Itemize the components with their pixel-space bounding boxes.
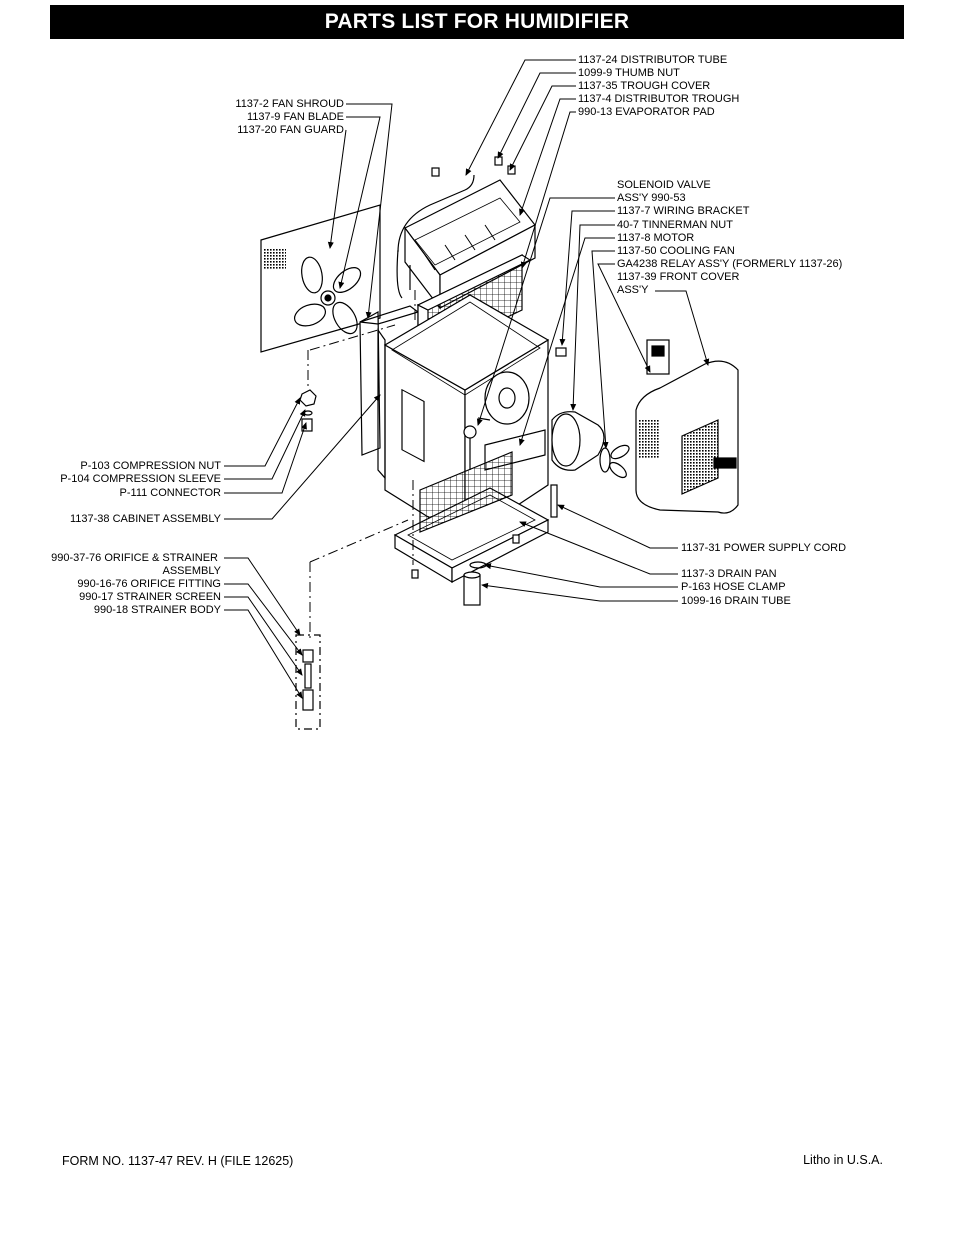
centerlines	[307, 290, 416, 638]
label-evaporator-pad: 990-13 EVAPORATOR PAD	[578, 106, 715, 118]
page-title-bar: PARTS LIST FOR HUMIDIFIER	[50, 5, 904, 39]
drain-fitting-2	[512, 534, 520, 544]
label-fan-shroud: 1137-2 FAN SHROUD	[235, 98, 344, 110]
label-relay-assy: GA4238 RELAY ASS'Y (FORMERLY 1137-26)	[617, 258, 843, 270]
leader-lines	[224, 59, 710, 699]
drain-fitting	[411, 569, 419, 579]
label-front-cover: 1137-39 FRONT COVER	[617, 271, 740, 283]
label-connector: P-111 CONNECTOR	[119, 487, 221, 499]
litho-note: Litho in U.S.A.	[803, 1153, 883, 1167]
label-tinnerman-nut: 40-7 TINNERMAN NUT	[617, 219, 733, 231]
fan-blade	[293, 256, 362, 335]
solenoid-valve	[463, 417, 491, 470]
label-strainer-body: 990-18 STRAINER BODY	[93, 604, 221, 616]
orifice-strainer-assembly	[295, 634, 321, 730]
label-cooling-fan: 1137-50 COOLING FAN	[617, 245, 735, 257]
label-front-cover-assy: ASS'Y	[617, 284, 649, 296]
label-fan-blade: 1137-9 FAN BLADE	[246, 111, 344, 123]
label-orifice-fitting: 990-16-76 ORIFICE FITTING	[77, 578, 221, 590]
label-compression-sleeve: P-104 COMPRESSION SLEEVE	[60, 473, 221, 485]
evaporator-pad-lower	[419, 451, 513, 533]
label-solenoid-valve: SOLENOID VALVE	[617, 179, 711, 191]
label-solenoid-assy: ASS'Y 990-53	[617, 192, 686, 204]
fan-shroud	[359, 305, 420, 456]
label-drain-pan: 1137-3 DRAIN PAN	[681, 568, 777, 580]
power-supply-cord	[550, 484, 558, 518]
label-fan-guard: 1137-20 FAN GUARD	[237, 124, 344, 136]
label-drain-tube: 1099-16 DRAIN TUBE	[681, 595, 791, 607]
label-cabinet-assembly: 1137-38 CABINET ASSEMBLY	[69, 513, 221, 525]
label-wiring-bracket: 1137-7 WIRING BRACKET	[617, 205, 750, 217]
front-cover	[635, 360, 739, 514]
drain-tube	[463, 571, 481, 606]
label-trough-cover: 1137-35 TROUGH COVER	[578, 80, 711, 92]
label-motor: 1137-8 MOTOR	[617, 232, 695, 244]
label-power-supply-cord: 1137-31 POWER SUPPLY CORD	[681, 542, 847, 554]
label-orifice-strainer-assy: ASSEMBLY	[162, 565, 222, 577]
label-orifice-strainer: 990-37-76 ORIFICE & STRAINER	[51, 552, 218, 564]
label-hose-clamp: P-163 HOSE CLAMP	[681, 581, 786, 593]
label-strainer-screen: 990-17 STRAINER SCREEN	[79, 591, 221, 603]
label-compression-nut: P-103 COMPRESSION NUT	[80, 460, 221, 472]
relay-assembly	[646, 339, 670, 375]
label-thumb-nut: 1099-9 THUMB NUT	[578, 67, 680, 79]
compression-fittings	[299, 389, 317, 432]
fan-guard	[260, 204, 381, 353]
form-number: FORM NO. 1137-47 REV. H (FILE 12625)	[62, 1154, 294, 1168]
tinnerman-nut	[555, 347, 567, 357]
motor	[484, 371, 605, 471]
label-distributor-tube: 1137-24 DISTRIBUTOR TUBE	[578, 54, 728, 66]
page-title: PARTS LIST FOR HUMIDIFIER	[324, 10, 630, 33]
distributor-tube	[397, 174, 475, 253]
cooling-fan	[599, 444, 630, 479]
label-distributor-trough: 1137-4 DISTRIBUTOR TROUGH	[578, 93, 740, 105]
